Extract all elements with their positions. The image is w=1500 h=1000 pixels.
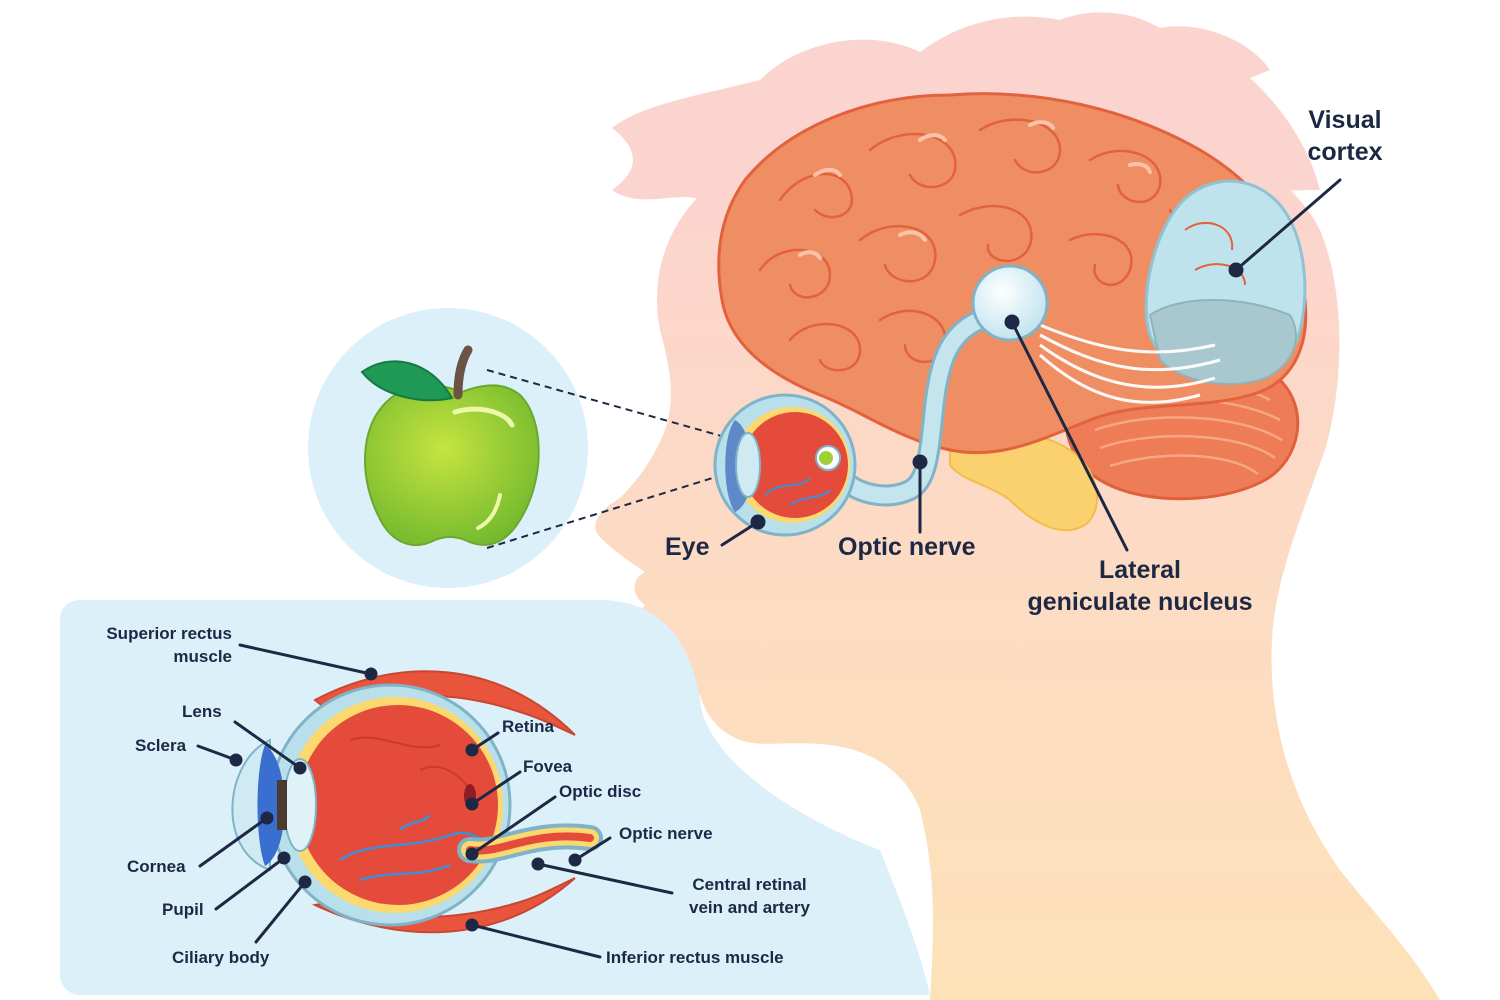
lgn-label-line1: Lateral bbox=[1099, 556, 1181, 584]
sclera-label: Sclera bbox=[135, 736, 187, 755]
visual-cortex-label-line2: cortex bbox=[1307, 138, 1383, 166]
superior-rectus-label: Superior rectus muscle bbox=[70, 622, 232, 668]
lgn-label-line2: geniculate nucleus bbox=[1027, 588, 1253, 616]
apple-stem bbox=[453, 345, 473, 400]
lgn-sphere bbox=[971, 264, 1049, 342]
optic-nerve-pathway bbox=[839, 307, 996, 507]
optic-nerve-label: Optic nerve bbox=[838, 533, 976, 561]
ciliary-body-label: Ciliary body bbox=[172, 948, 270, 967]
main-eye bbox=[713, 393, 857, 537]
eye-inset-panel bbox=[60, 600, 930, 995]
leader-lines bbox=[196, 178, 1342, 959]
apple-leaf bbox=[360, 360, 454, 402]
lens-label: Lens bbox=[182, 702, 222, 721]
superior-rectus-label-line1: Superior rectus bbox=[106, 624, 232, 643]
visual-cortex-label: Visual cortex bbox=[1290, 104, 1400, 168]
visual-cortex-label-line1: Visual bbox=[1308, 106, 1382, 134]
apple-highlight-2 bbox=[476, 493, 502, 530]
superior-rectus-label-line2: muscle bbox=[173, 647, 232, 666]
inferior-rectus-label: Inferior rectus muscle bbox=[606, 948, 784, 967]
central-retinal-label-line1: Central retinal bbox=[692, 875, 807, 894]
apple-icon bbox=[364, 384, 540, 546]
retina-label: Retina bbox=[502, 717, 554, 736]
optic-disc-label: Optic disc bbox=[559, 782, 642, 801]
visual-cortex-region bbox=[1144, 179, 1307, 385]
eye-label: Eye bbox=[665, 533, 710, 561]
lgn-label: Lateral geniculate nucleus bbox=[990, 554, 1290, 618]
apple-bubble bbox=[308, 308, 588, 588]
inset-optic-nerve-label: Optic nerve bbox=[619, 824, 713, 843]
apple-highlight bbox=[452, 406, 515, 428]
pupil-label: Pupil bbox=[162, 900, 204, 919]
optic-radiation bbox=[1038, 323, 1221, 404]
central-retinal-label-line2: vein and artery bbox=[689, 898, 810, 917]
fovea-label: Fovea bbox=[523, 757, 573, 776]
cornea-label: Cornea bbox=[127, 857, 186, 876]
central-retinal-label: Central retinal vein and artery bbox=[672, 873, 827, 919]
